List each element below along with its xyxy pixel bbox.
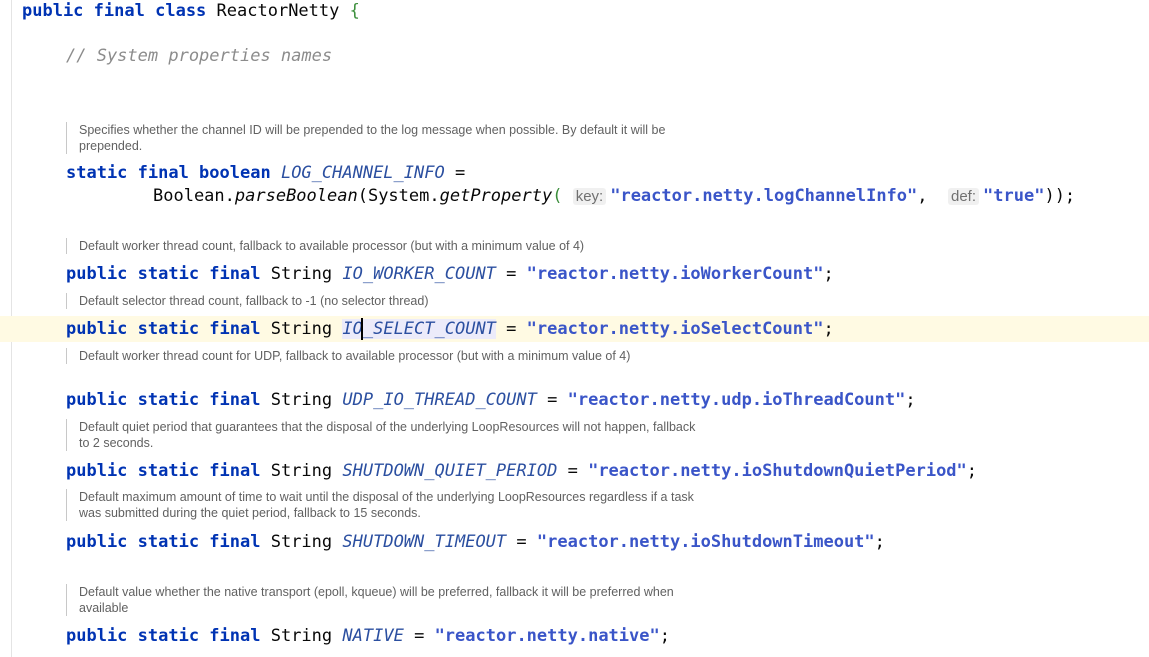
current-line-highlight — [0, 316, 1149, 342]
field-name[interactable]: NATIVE — [342, 626, 404, 646]
semicolon: ; — [966, 461, 978, 481]
field-name[interactable]: UDP_IO_THREAD_COUNT — [342, 390, 537, 410]
comma: , — [917, 186, 928, 206]
string-literal-key[interactable]: "reactor.netty.logChannelInfo" — [610, 186, 918, 206]
method-get-property[interactable]: getProperty — [439, 186, 553, 206]
string-literal[interactable]: "reactor.netty.ioShutdownQuietPeriod" — [588, 461, 967, 481]
field-io-worker-count[interactable]: public static final String IO_WORKER_COU… — [66, 263, 834, 285]
doc-text: Default worker thread count, fallback to… — [79, 239, 585, 253]
field-modifiers: public static final — [66, 319, 261, 339]
method-parse-boolean[interactable]: parseBoolean — [234, 186, 358, 206]
keyword-final: final — [93, 1, 145, 21]
javadoc-shutdown-quiet-period: Default quiet period that guarantees tha… — [66, 419, 699, 451]
field-modifiers: public static final — [66, 461, 261, 481]
keyword-public: public — [22, 1, 84, 21]
text-caret — [361, 318, 363, 340]
field-type: String — [270, 626, 333, 646]
open-paren: ( — [552, 186, 563, 206]
field-name[interactable]: SHUTDOWN_QUIET_PERIOD — [342, 461, 558, 481]
close-parens: )); — [1044, 186, 1076, 206]
semicolon: ; — [659, 626, 670, 646]
doc-text: Default value whether the native transpo… — [79, 585, 674, 615]
assign-operator: = — [506, 264, 517, 284]
assign-operator: = — [454, 163, 466, 183]
comment-text: // System properties names — [66, 46, 333, 66]
field-modifiers: public static final — [66, 264, 261, 284]
javadoc-log-channel-info: Specifies whether the channel ID will be… — [66, 122, 699, 154]
doc-text: Specifies whether the channel ID will be… — [79, 123, 666, 153]
open-brace: { — [349, 1, 360, 21]
field-log-channel-info-initializer[interactable]: Boolean.parseBoolean(System.getProperty(… — [153, 185, 1075, 208]
field-modifiers: public static final — [66, 626, 261, 646]
assign-operator: = — [547, 390, 558, 410]
doc-text: Default selector thread count, fallback … — [79, 294, 429, 308]
field-io-select-count[interactable]: public static final String IO_SELECT_COU… — [66, 318, 834, 340]
string-literal[interactable]: "reactor.netty.ioSelectCount" — [526, 319, 824, 339]
string-literal[interactable]: "reactor.netty.ioShutdownTimeout" — [536, 532, 875, 552]
assign-operator: = — [516, 532, 527, 552]
string-literal[interactable]: "reactor.netty.ioWorkerCount" — [526, 264, 824, 284]
line-comment[interactable]: // System properties names — [66, 45, 332, 67]
javadoc-io-select-count: Default selector thread count, fallback … — [66, 293, 699, 309]
field-udp-io-thread-count[interactable]: public static final String UDP_IO_THREAD… — [66, 389, 916, 411]
field-type: String — [270, 319, 333, 339]
string-literal[interactable]: "reactor.netty.native" — [434, 626, 660, 646]
doc-text: Default quiet period that guarantees tha… — [79, 420, 696, 450]
parameter-hint-def: def: — [948, 188, 980, 205]
class-declaration[interactable]: public final class ReactorNetty { — [22, 0, 360, 22]
string-literal[interactable]: "reactor.netty.udp.ioThreadCount" — [567, 390, 906, 410]
field-modifiers: public static final — [66, 390, 261, 410]
semicolon: ; — [823, 319, 834, 339]
doc-text: Default worker thread count for UDP, fal… — [79, 349, 631, 363]
semicolon: ; — [823, 264, 834, 284]
javadoc-shutdown-timeout: Default maximum amount of time to wait u… — [66, 489, 699, 521]
javadoc-native: Default value whether the native transpo… — [66, 584, 699, 616]
parameter-hint-key: key: — [572, 188, 607, 205]
keyword-class: class — [155, 1, 207, 21]
field-log-channel-info[interactable]: static final boolean LOG_CHANNEL_INFO = — [66, 162, 465, 184]
string-literal-def[interactable]: "true" — [983, 186, 1045, 206]
field-name[interactable]: IO_SELECT_COUNT — [342, 319, 496, 339]
field-shutdown-quiet-period[interactable]: public static final String SHUTDOWN_QUIE… — [66, 460, 977, 482]
field-shutdown-timeout[interactable]: public static final String SHUTDOWN_TIME… — [66, 531, 885, 553]
semicolon: ; — [905, 390, 916, 410]
doc-text: Default maximum amount of time to wait u… — [79, 490, 694, 520]
field-modifiers: public static final — [66, 532, 261, 552]
field-native[interactable]: public static final String NATIVE = "rea… — [66, 625, 670, 647]
field-name[interactable]: LOG_CHANNEL_INFO — [280, 163, 445, 183]
field-type: String — [270, 532, 333, 552]
javadoc-io-worker-count: Default worker thread count, fallback to… — [66, 238, 699, 254]
javadoc-udp-io-thread-count: Default worker thread count for UDP, fal… — [66, 348, 699, 364]
field-name[interactable]: SHUTDOWN_TIMEOUT — [342, 532, 507, 552]
assign-operator: = — [567, 461, 578, 481]
field-type: String — [270, 461, 333, 481]
field-type: String — [270, 390, 333, 410]
class-name[interactable]: ReactorNetty — [216, 1, 340, 21]
field-type: String — [270, 264, 333, 284]
field-name[interactable]: IO_WORKER_COUNT — [342, 264, 496, 284]
semicolon: ; — [874, 532, 885, 552]
assign-operator: = — [506, 319, 517, 339]
init-mid: (System. — [357, 186, 440, 206]
field-modifiers: static final boolean — [66, 163, 271, 183]
init-prefix: Boolean. — [153, 186, 235, 206]
assign-operator: = — [414, 626, 425, 646]
